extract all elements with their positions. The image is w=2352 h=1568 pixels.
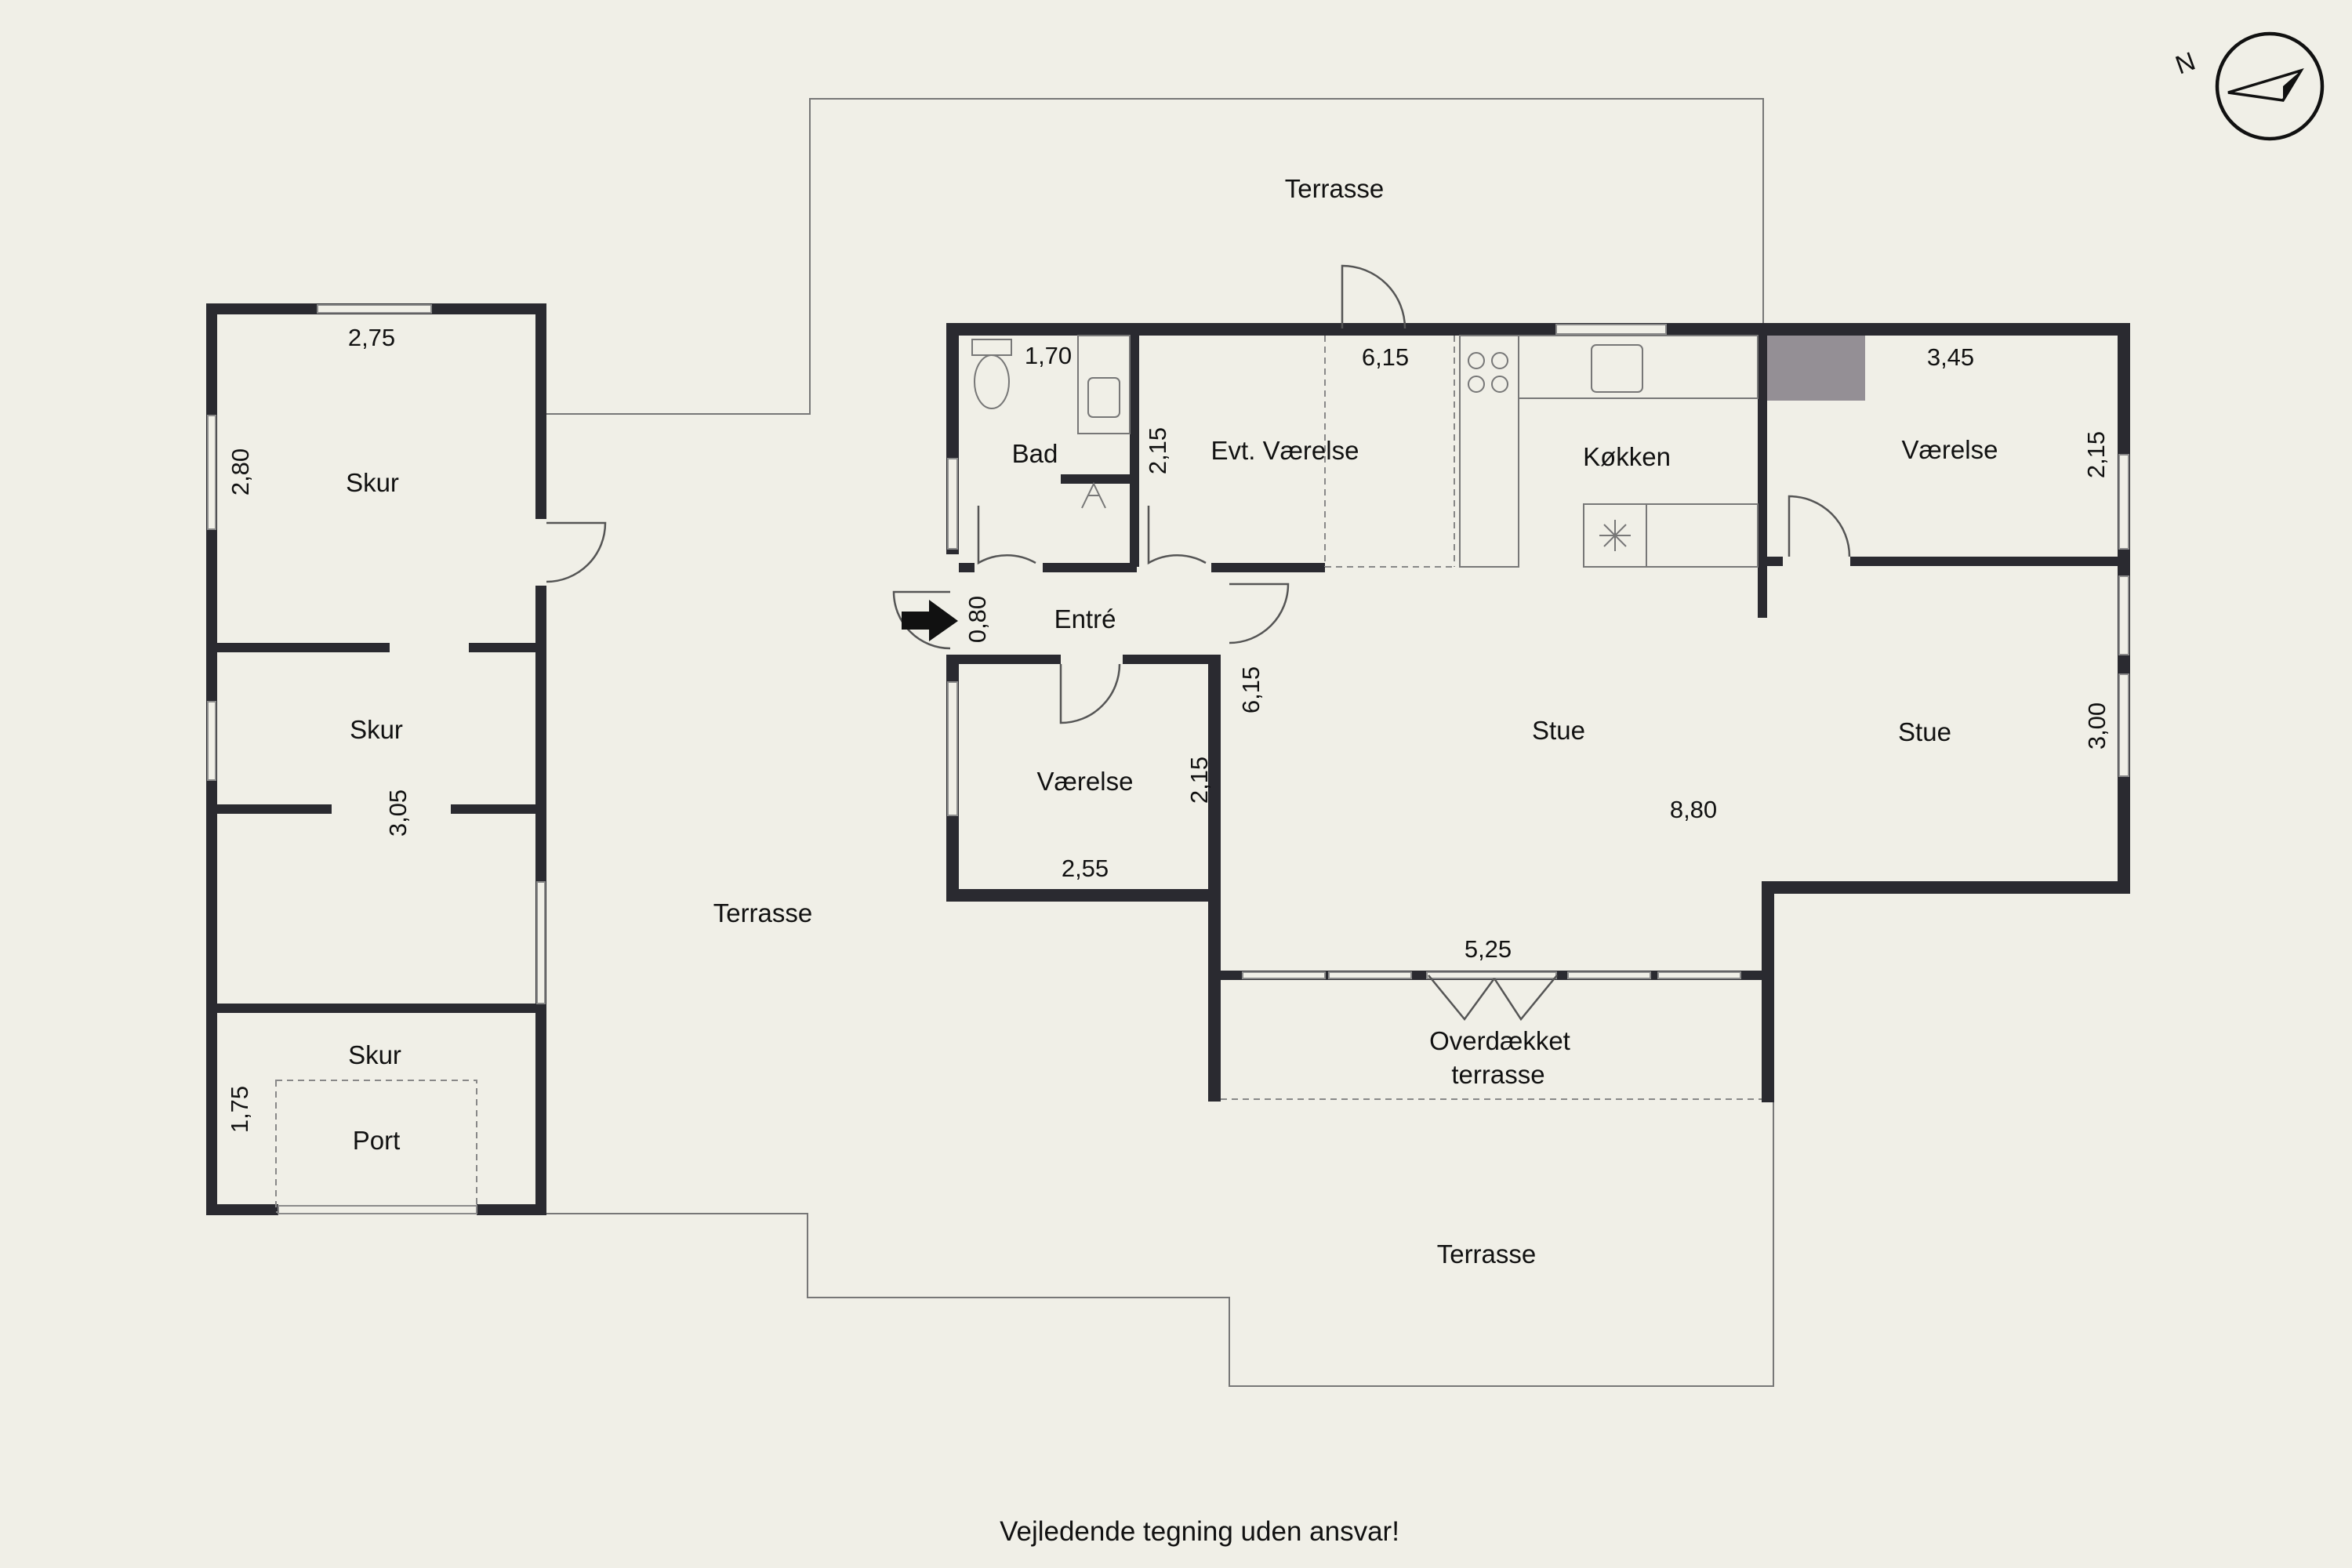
room-label-skur-2: Skur [350,715,403,744]
fixtures [971,335,1865,568]
dim-vaerelse-sw-height: 2,15 [1185,757,1213,804]
dim-vaerelse-ne-height: 2,15 [2082,431,2110,478]
room-label-skur-3: Skur [348,1040,401,1069]
compass-icon: N [2172,31,2325,141]
room-label-skur-1: Skur [346,468,399,497]
dim-skur-height: 2,80 [227,448,254,495]
dim-vaerelse-ne-width: 3,45 [1927,343,1974,371]
dim-stue-width: 8,80 [1670,796,1717,823]
dim-stue-right-height: 3,00 [2083,702,2111,750]
house-doors [892,264,1851,1022]
room-label-vaerelse-sw: Værelse [1037,767,1134,796]
compass-north-label: N [2172,46,2199,80]
dim-evt-width: 6,15 [1362,343,1409,371]
room-label-bad: Bad [1012,439,1058,468]
dimension-labels: 2,75 2,80 3,05 1,75 1,70 6,15 2,15 3,45 … [226,324,2111,1133]
room-label-overdaekket-line2: terrasse [1451,1060,1544,1089]
dim-overdaekket-width: 5,25 [1465,935,1512,963]
dim-bad-width: 1,70 [1025,342,1072,369]
shed-building [206,303,607,1215]
room-label-stue-1: Stue [1532,716,1585,745]
dim-skur-depth: 3,05 [384,789,412,837]
dim-vaerelse-sw-width: 2,55 [1062,855,1109,882]
room-label-terrasse-top: Terrasse [1285,174,1385,203]
dim-entre-depth: 0,80 [964,596,991,643]
room-label-vaerelse-ne: Værelse [1902,435,1998,464]
dim-skur-width: 2,75 [348,324,395,351]
room-label-overdaekket-line1: Overdækket [1429,1026,1570,1055]
terrace-outlines [546,98,1774,1387]
house-windows [947,324,2129,979]
dim-stue-depth: 6,15 [1237,666,1265,713]
room-label-terrasse-bottom: Terrasse [1437,1240,1537,1269]
room-label-stue-2: Stue [1898,717,1951,746]
room-label-port: Port [353,1126,401,1155]
disclaimer-text: Vejledende tegning uden ansvar! [1000,1516,1399,1547]
dim-port-depth: 1,75 [226,1086,253,1133]
room-label-evt-vaerelse: Evt. Værelse [1211,436,1359,465]
entry-arrow-icon [902,600,958,641]
room-label-entre: Entré [1054,604,1116,633]
room-label-terrasse-left: Terrasse [713,898,813,927]
room-label-koekken: Køkken [1583,442,1671,471]
dim-evt-height: 2,15 [1144,427,1171,474]
room-labels: Terrasse Terrasse Terrasse Skur Skur Sku… [346,174,1998,1269]
dashed-boundaries [1221,336,1762,1100]
